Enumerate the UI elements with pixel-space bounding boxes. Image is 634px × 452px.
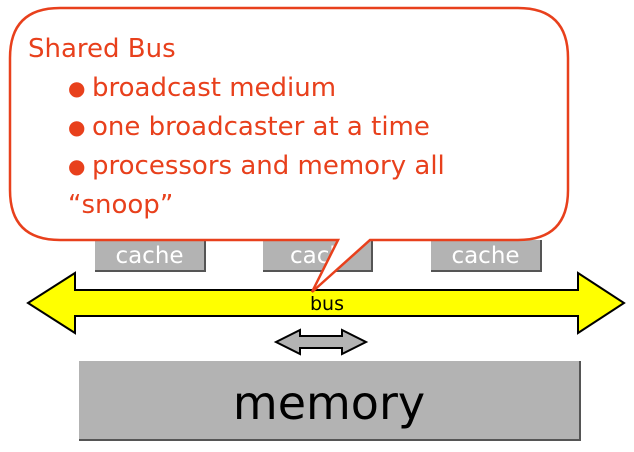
callout-bullet-item: ●broadcast medium (68, 69, 445, 108)
bus-arrow (26, 271, 626, 335)
bullet-icon: ● (68, 154, 86, 178)
bullet-text: broadcast medium (92, 73, 337, 103)
memory-bus-arrow (273, 328, 369, 356)
bullet-icon: ● (68, 76, 86, 100)
cache-box-1: cache (95, 240, 206, 272)
bullet-continuation: “snoop” (68, 190, 174, 220)
callout-bullet-item: ●one broadcaster at a time (68, 108, 445, 147)
cache-box-3: cache (431, 240, 542, 272)
callout-title: Shared Bus (28, 34, 176, 64)
bus-label: bus (309, 293, 344, 315)
callout-bullet-list: ●broadcast medium ●one broadcaster at a … (28, 69, 445, 225)
bullet-icon: ● (68, 115, 86, 139)
callout-bullet-item: ●processors and memory all “snoop” (68, 147, 445, 225)
memory-box: memory (79, 361, 581, 441)
callout-text: Shared Bus ●broadcast medium ●one broadc… (28, 30, 445, 225)
bullet-text: one broadcaster at a time (92, 112, 430, 142)
bullet-text: processors and memory all (92, 151, 445, 181)
